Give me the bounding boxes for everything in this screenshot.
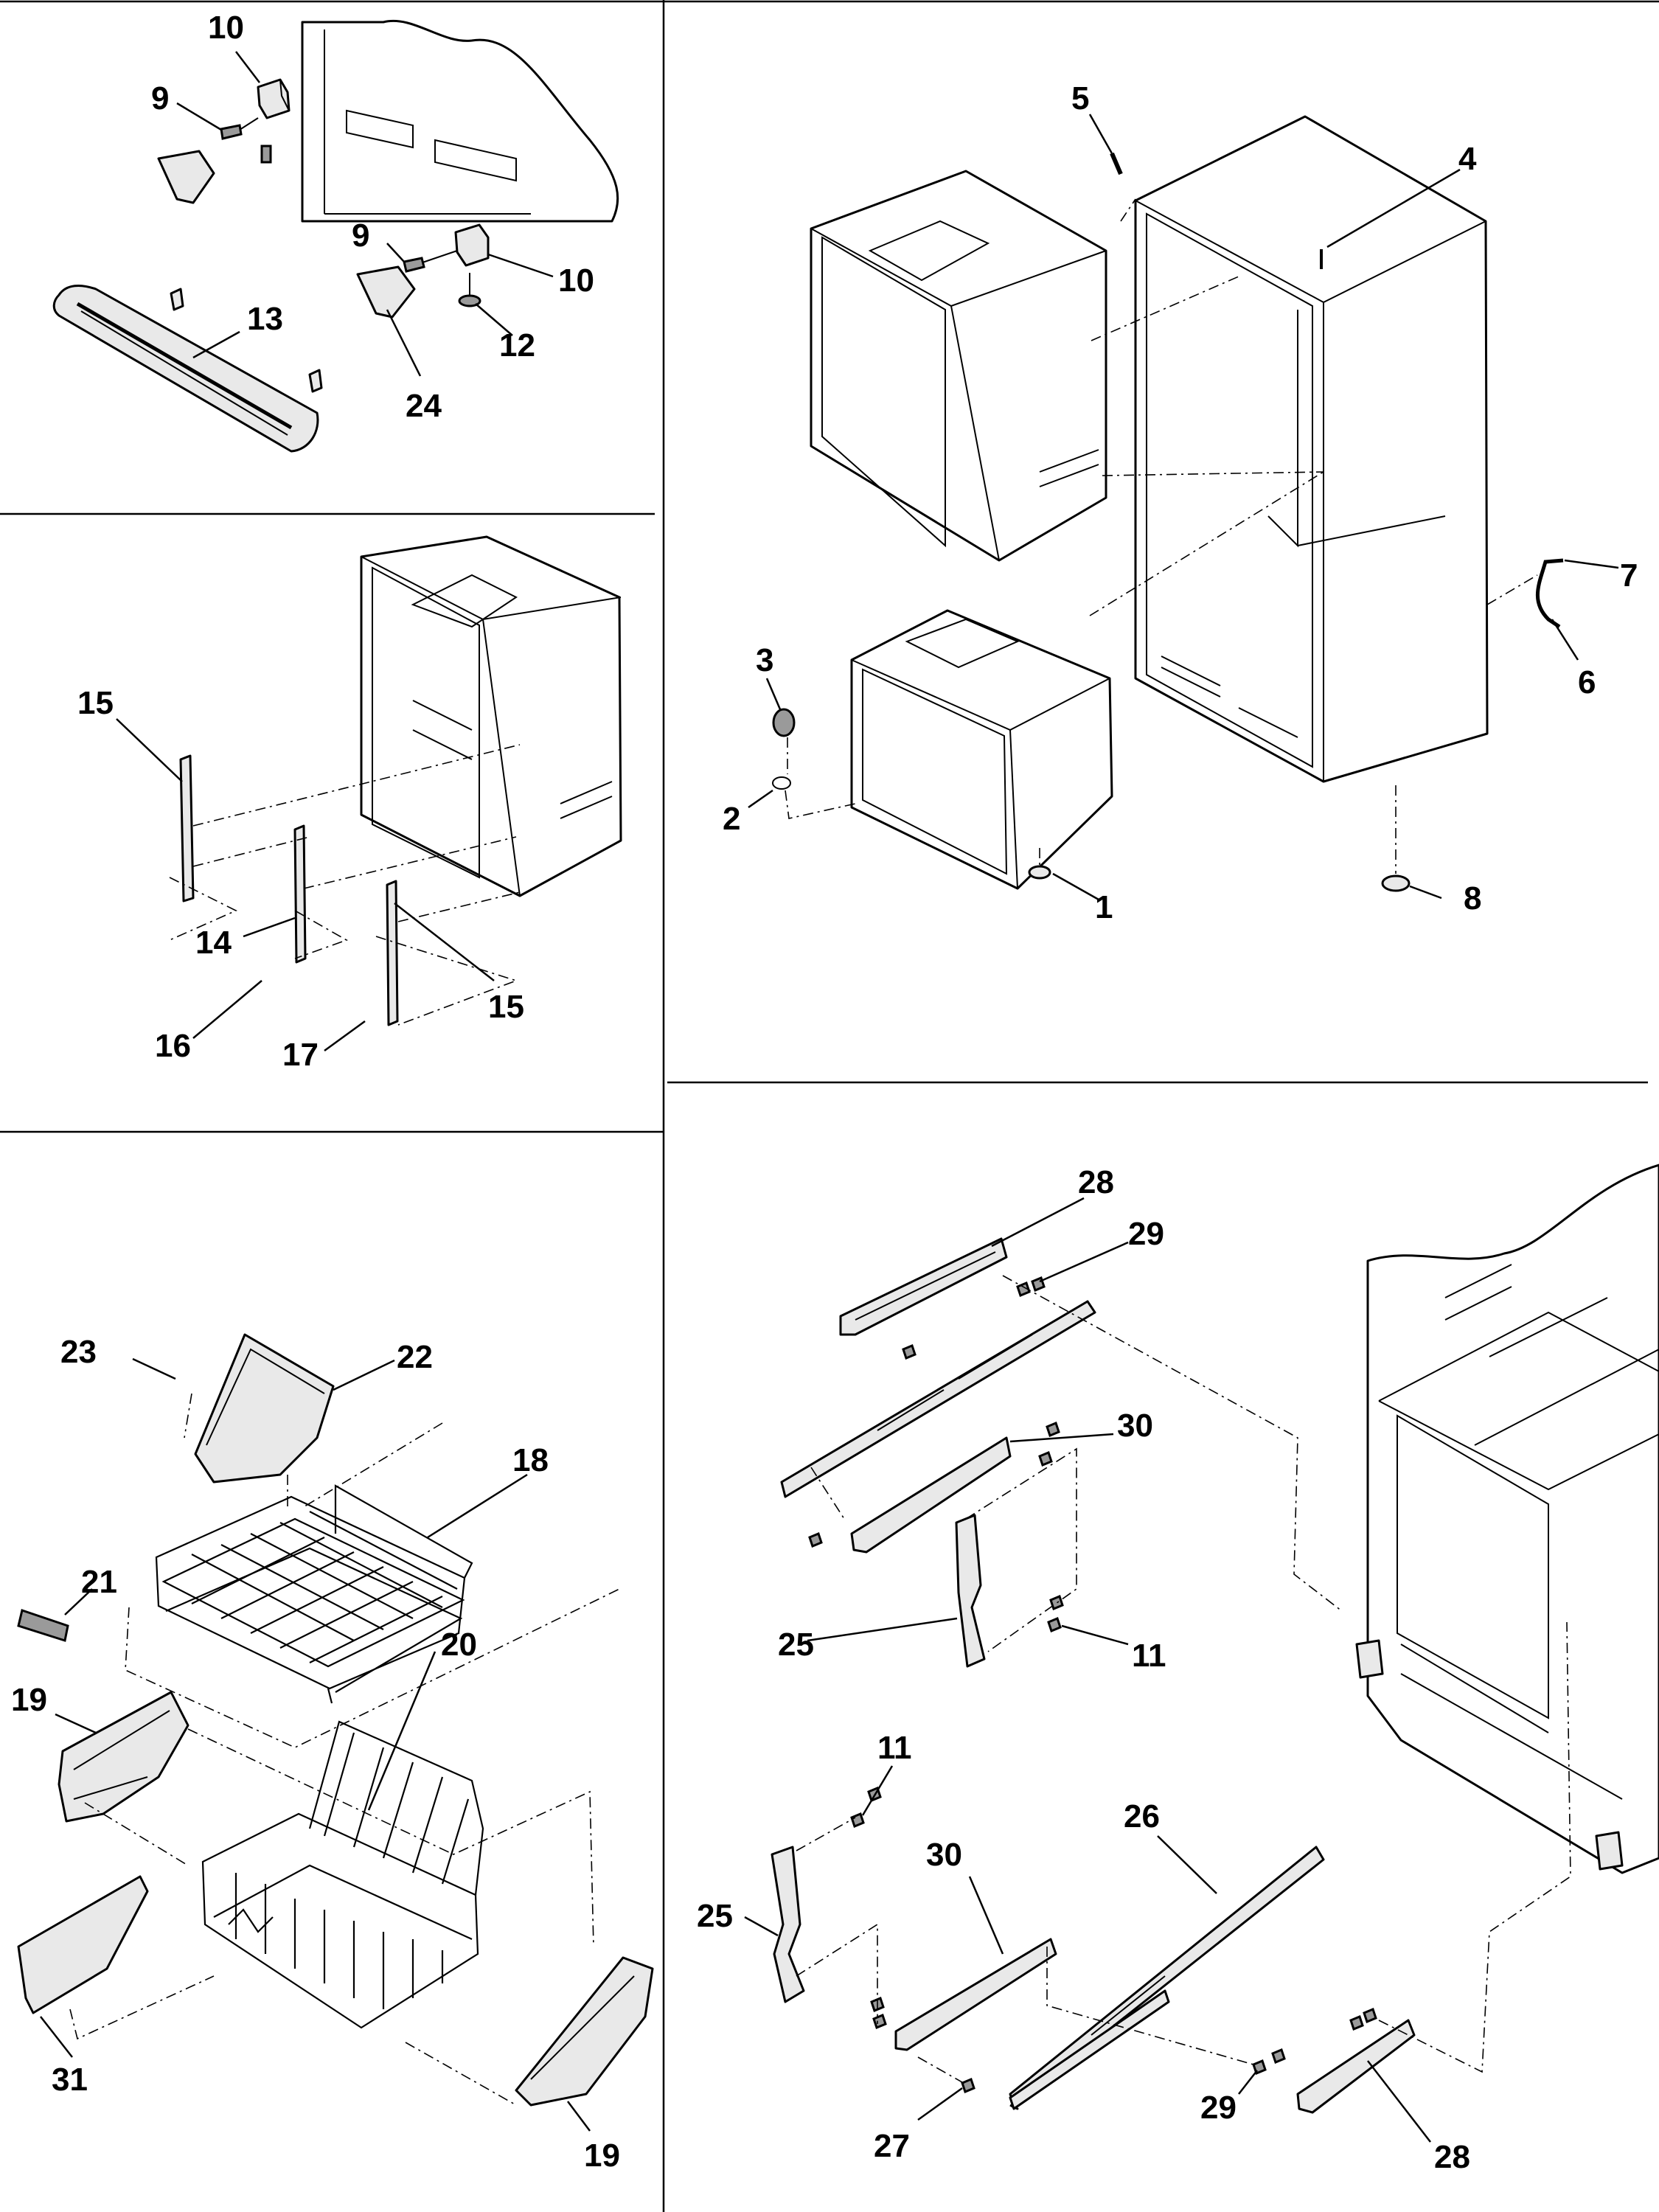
hinge-cover-lower	[356, 265, 416, 319]
callout-p3-3: 3	[756, 642, 773, 678]
slide-plate-lower	[771, 1846, 805, 2003]
upper-wire-basket	[155, 1484, 473, 1704]
fresh-food-liner	[360, 535, 622, 897]
freezer-liner	[850, 609, 1113, 890]
callout-p2-15a: 15	[77, 685, 114, 721]
hinge-block-lower	[454, 223, 490, 267]
rail-center	[293, 824, 307, 964]
basket-handle	[17, 1609, 69, 1642]
callout-p5-30a: 30	[1117, 1408, 1153, 1444]
slide-extension	[1009, 1989, 1170, 2110]
callout-p5-27: 27	[874, 2128, 910, 2164]
callout-p1-12: 12	[499, 327, 535, 364]
callout-p1-24: 24	[406, 388, 442, 424]
callout-p5-25b: 25	[697, 1898, 733, 1934]
hinge-screw-upper	[220, 124, 243, 140]
callout-p3-7: 7	[1620, 557, 1638, 594]
rail-right	[386, 880, 399, 1026]
callout-p4-18: 18	[512, 1442, 549, 1478]
callout-p2-17: 17	[282, 1037, 319, 1073]
basket-divider	[194, 1333, 335, 1484]
callout-p4-22: 22	[397, 1339, 433, 1375]
callout-p3-1: 1	[1095, 889, 1113, 925]
callout-p3-8: 8	[1464, 880, 1481, 917]
callout-p3-2: 2	[723, 801, 740, 837]
cabinet-shell	[1134, 115, 1489, 783]
callout-p5-28a: 28	[1078, 1164, 1114, 1200]
panel-shelf-rails	[169, 535, 622, 1026]
callout-p3-5: 5	[1071, 80, 1089, 116]
callout-p3-4: 4	[1458, 141, 1477, 177]
caster-cap	[772, 708, 796, 737]
slide-bracket-lower	[1296, 2019, 1416, 2114]
callout-p5-11b: 11	[877, 1730, 912, 1766]
bin-end-lower-left	[17, 1875, 149, 2014]
callout-p5-29b: 29	[1200, 2090, 1237, 2126]
callout-p1-10b: 10	[558, 262, 594, 299]
callout-p2-16: 16	[155, 1028, 191, 1064]
grille-clip-right	[308, 369, 323, 393]
callout-p1-10a: 10	[208, 10, 244, 46]
bin-end-right	[515, 1956, 654, 2107]
callout-p2-14: 14	[195, 925, 232, 961]
drain-tube	[1535, 558, 1564, 629]
slide-mount-upper	[850, 1436, 1012, 1554]
callout-p1-13: 13	[247, 301, 283, 337]
callout-p5-28b: 28	[1434, 2139, 1470, 2175]
washer	[772, 776, 791, 790]
hinge-stud-upper	[260, 145, 272, 164]
callout-p4-31: 31	[52, 2062, 88, 2098]
callout-p1-9b: 9	[352, 218, 369, 254]
lower-wire-basket	[201, 1720, 484, 2029]
callout-p4-19a: 19	[11, 1682, 47, 1718]
panel-cabinet	[772, 115, 1564, 892]
callout-p5-30b: 30	[926, 1837, 962, 1873]
grille-clip-left	[170, 288, 184, 311]
foot-left	[1028, 865, 1051, 880]
callout-p4-19b: 19	[584, 2138, 620, 2174]
hinge-cover-upper	[157, 150, 215, 204]
callout-p5-26: 26	[1124, 1798, 1160, 1834]
callout-leaders	[40, 51, 1619, 2143]
callout-p5-11a: 11	[1132, 1638, 1166, 1674]
rail-left	[179, 754, 195, 902]
panel-slides	[771, 1164, 1659, 2114]
slide-mount-lower	[894, 1938, 1057, 2051]
drawer-slide-upper	[780, 1300, 1096, 1498]
callout-labels: 10 9 9 10 12 13 24 15 14 16 17 15 5 4 7 …	[11, 10, 1638, 2175]
callout-p1-9a: 9	[151, 80, 169, 116]
bin-end-left	[58, 1691, 189, 1823]
callout-p3-6: 6	[1578, 664, 1596, 700]
slide-plate-upper	[955, 1514, 986, 1668]
panel-baskets	[17, 1333, 654, 2107]
callout-p2-15b: 15	[488, 989, 524, 1025]
foot-right	[1381, 874, 1411, 892]
fresh-food-liner-upper	[810, 170, 1107, 562]
panel-toe-grille	[52, 19, 619, 453]
callout-p4-21: 21	[81, 1564, 117, 1600]
callout-p4-20: 20	[441, 1627, 477, 1663]
hinge-screw-lower	[403, 257, 425, 273]
callout-p5-25a: 25	[778, 1627, 814, 1663]
callout-p4-23: 23	[60, 1334, 97, 1370]
freezer-cabinet-cutaway	[1366, 1164, 1659, 1874]
callout-p5-29a: 29	[1128, 1216, 1164, 1252]
